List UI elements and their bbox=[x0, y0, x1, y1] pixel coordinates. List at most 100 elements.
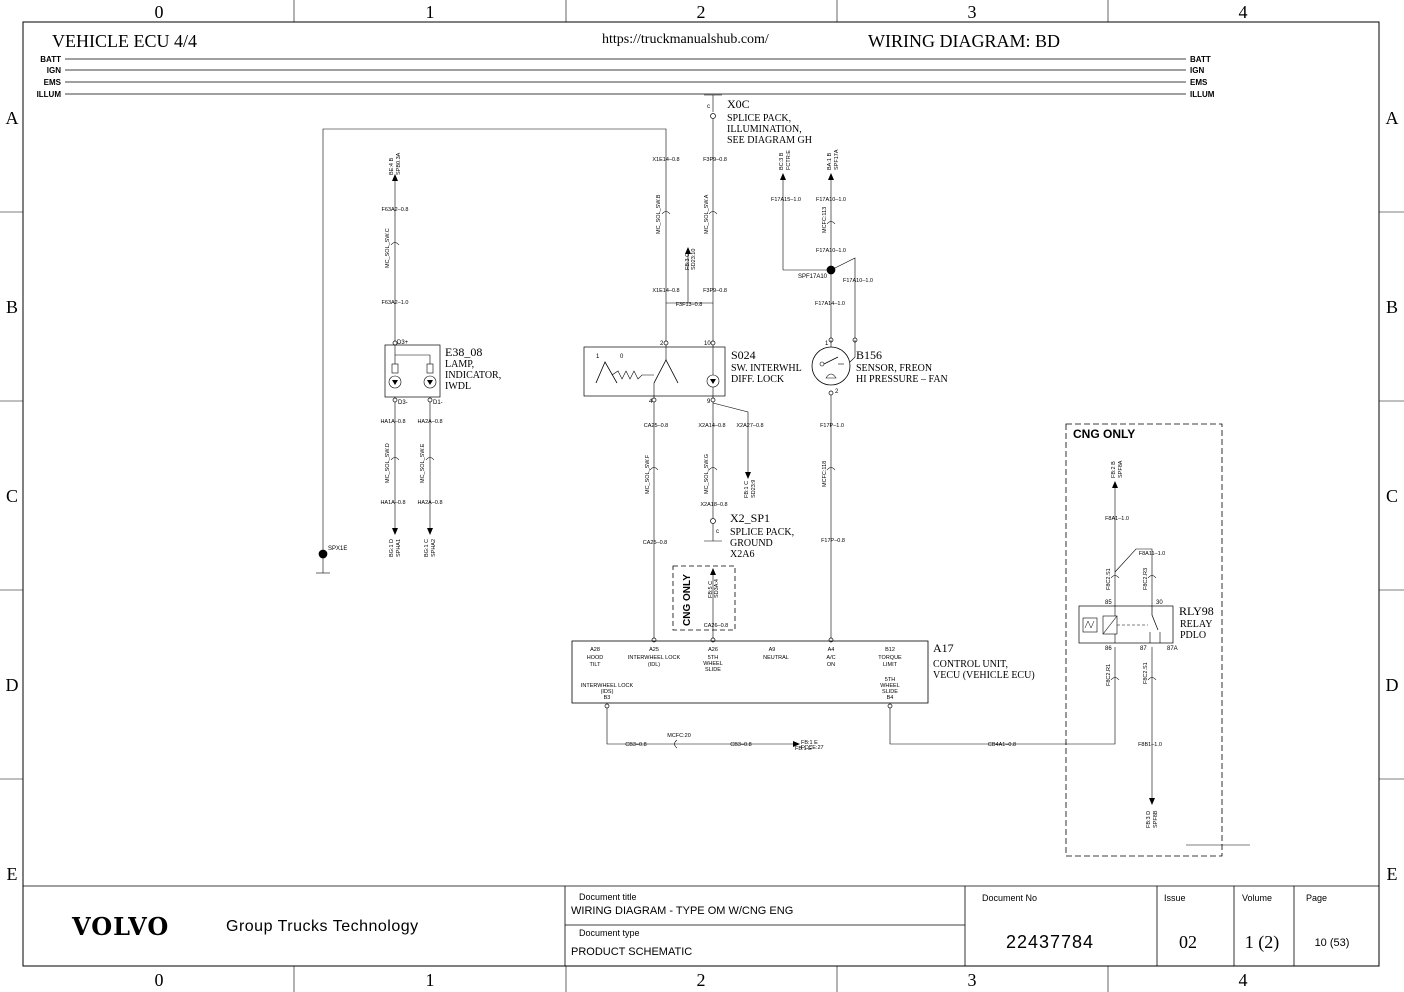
a17-pin-a26-l2: WHEEL bbox=[703, 661, 723, 667]
wire-ca26: CA26–0.8 bbox=[704, 623, 728, 629]
wire-bg1c-1: BG:1 C bbox=[424, 539, 430, 557]
wire-bc3b-2: FCTR:E bbox=[786, 150, 792, 170]
rly98-desc-2: PDLO bbox=[1180, 630, 1206, 641]
wire-bg1d-1: BG:1 D bbox=[389, 539, 395, 557]
rly98-ref: RLY98 bbox=[1179, 604, 1214, 618]
wire-be4b-1: BE:4 B bbox=[389, 158, 395, 175]
cng-only-box-1 bbox=[672, 565, 736, 631]
b156-desc-2: HI PRESSURE – FAN bbox=[856, 374, 948, 385]
wire-mc-sol-sw-a: MC_SOL_SW.A bbox=[704, 194, 710, 234]
connector-marks bbox=[390, 211, 1157, 749]
a17-pin-a4: A4 bbox=[828, 647, 835, 653]
a17-pin-a26-l3: SLIDE bbox=[705, 667, 721, 673]
a17-vecu[interactable] bbox=[571, 640, 929, 704]
rly98-relay[interactable] bbox=[1078, 605, 1174, 644]
a17-pin-b4: B4 bbox=[887, 695, 894, 701]
col-label-bottom-0: 0 bbox=[155, 970, 164, 990]
wire-cb3-right: CB3–0.8 bbox=[730, 742, 751, 748]
bus-label-illum-right: ILLUM bbox=[1190, 90, 1215, 99]
wire-ha2a-bottom: HA2A–0.8 bbox=[417, 500, 442, 506]
wire-cb4a1: CB4A1–0.8 bbox=[988, 742, 1016, 748]
wire-fb3c-top-2: SD23:10 bbox=[691, 249, 697, 270]
bus-label-ign-right: IGN bbox=[1190, 66, 1204, 75]
wire-f8c2-r3: F8C2.R3 bbox=[1143, 568, 1149, 590]
a17-pin-a28-l1: HOOD bbox=[587, 655, 604, 661]
issue: 02 bbox=[1179, 932, 1197, 952]
cng-only-label-2: CNG ONLY bbox=[1073, 427, 1135, 441]
wire-fb1e-label-2: FCCE:27 bbox=[801, 745, 824, 751]
s024-ref: S024 bbox=[731, 348, 756, 362]
bus-lines bbox=[65, 58, 1186, 95]
wire-ha1a-top: HA1A–0.8 bbox=[380, 419, 405, 425]
x2sp1-desc-2: GROUND bbox=[730, 538, 773, 549]
cng-only-box-2 bbox=[1065, 423, 1223, 857]
wire-f17a15: F17A15–1.0 bbox=[771, 197, 801, 203]
rly98-pin-87a: 87A bbox=[1167, 646, 1178, 652]
row-label-right-c: C bbox=[1386, 486, 1398, 506]
wire-mc-sol-sw-b: MC_SOL_SW.B bbox=[656, 194, 662, 234]
issue-label: Issue bbox=[1164, 893, 1186, 903]
x0c-desc-1: SPLICE PACK, bbox=[727, 113, 791, 124]
wire-labels: F63A2–0.8 F63A2–1.0 HA1A–0.8 HA2A–0.8 HA… bbox=[380, 157, 1165, 748]
wire-bc3b-1: BC:3 B bbox=[779, 152, 785, 170]
wire-mc-sol-sw-g: MC_SOL_SW.G bbox=[704, 454, 710, 494]
bus-label-ems-right: EMS bbox=[1190, 78, 1208, 87]
wire-fb3d-2: SPF8B bbox=[1153, 810, 1159, 828]
rly98-pin-30: 30 bbox=[1156, 600, 1163, 606]
title-block-frame bbox=[23, 885, 1379, 966]
a17-pin-b12: B12 bbox=[885, 647, 895, 653]
b156-sensor[interactable] bbox=[811, 340, 856, 386]
s024-switch[interactable] bbox=[583, 345, 726, 398]
arrows bbox=[392, 173, 1155, 805]
bus-label-ign: IGN bbox=[47, 66, 61, 75]
wire-mcfc118: MCFC:118 bbox=[822, 461, 828, 487]
x2sp1-ref: X2_SP1 bbox=[730, 511, 770, 525]
wire-f8c2-r1: F8C2.R1 bbox=[1106, 664, 1112, 686]
wire-fb1c-1: FB:1 C bbox=[744, 481, 750, 498]
wire-mcfc113: MCFC:113 bbox=[822, 207, 828, 233]
wire-bg1d-2: SPHA1 bbox=[396, 539, 402, 557]
s024-pin-2: 2 bbox=[660, 341, 664, 347]
e38-desc-2: INDICATOR, bbox=[445, 370, 501, 381]
a17-pin-b3: B3 bbox=[604, 695, 611, 701]
row-label-left-a: A bbox=[6, 108, 19, 128]
rly98-desc-1: RELAY bbox=[1180, 619, 1212, 630]
wire-ha2a-top: HA2A–0.8 bbox=[417, 419, 442, 425]
rly98-pin-87: 87 bbox=[1140, 646, 1147, 652]
page-label: Page bbox=[1306, 893, 1327, 903]
e38-pin-d3plus: D3+ bbox=[397, 340, 409, 346]
spx1e-label: SPX1E bbox=[328, 546, 347, 552]
a17-pin-b12-l2: LIMIT bbox=[883, 662, 898, 668]
wire-f3f13: F3F13–0.8 bbox=[676, 302, 703, 308]
a17-pin-b12-l1: TORQUE bbox=[878, 655, 902, 661]
wire-fb3c-top-1: FB:3 C bbox=[685, 253, 691, 270]
s024-pos-0: 0 bbox=[620, 354, 624, 360]
x0c-desc-2: ILLUMINATION, bbox=[727, 124, 802, 135]
wire-ba1b-2: SPF17A bbox=[834, 149, 840, 170]
a17-pin-a25: A25 bbox=[649, 647, 659, 653]
wire-x1e14-bottom: X1E14–0.8 bbox=[652, 288, 679, 294]
wire-fb1e-label-1: FB:1 E bbox=[801, 740, 818, 746]
wire-f3p9-top: F3P9–0.8 bbox=[703, 157, 727, 163]
rly98-pin-86: 86 bbox=[1105, 646, 1112, 652]
e38-pin-d3minus: D3- bbox=[398, 400, 408, 406]
a17-pin-b4-l3: SLIDE bbox=[882, 689, 898, 695]
col-label-top-2: 2 bbox=[697, 2, 706, 22]
e38-desc-1: LAMP, bbox=[445, 359, 474, 370]
e38-08-lamp[interactable] bbox=[384, 344, 441, 398]
wire-fb5c-2: SD3A:4 bbox=[714, 579, 720, 598]
source-url[interactable]: https://truckmanualshub.com/ bbox=[602, 32, 769, 47]
wire-f17a10-mid: F17A10–1.0 bbox=[816, 248, 846, 254]
x2sp1-pin-c: c bbox=[716, 529, 719, 535]
row-label-left-c: C bbox=[6, 486, 18, 506]
wire-f17a14: F17A14–1.0 bbox=[815, 301, 845, 307]
bus-label-batt-right: BATT bbox=[1190, 55, 1211, 64]
wire-mc-sol-sw-d: MC_SOL_SW.D bbox=[385, 443, 391, 483]
col-label-top-1: 1 bbox=[426, 2, 435, 22]
col-label-bottom-4: 4 bbox=[1239, 970, 1248, 990]
wire-fb3d-1: FB:3 D bbox=[1146, 811, 1152, 828]
row-label-right-e: E bbox=[1387, 864, 1398, 884]
wire-x2a14: X2A14–0.8 bbox=[698, 423, 725, 429]
wire-f17p-10: F17P–1.0 bbox=[820, 423, 844, 429]
